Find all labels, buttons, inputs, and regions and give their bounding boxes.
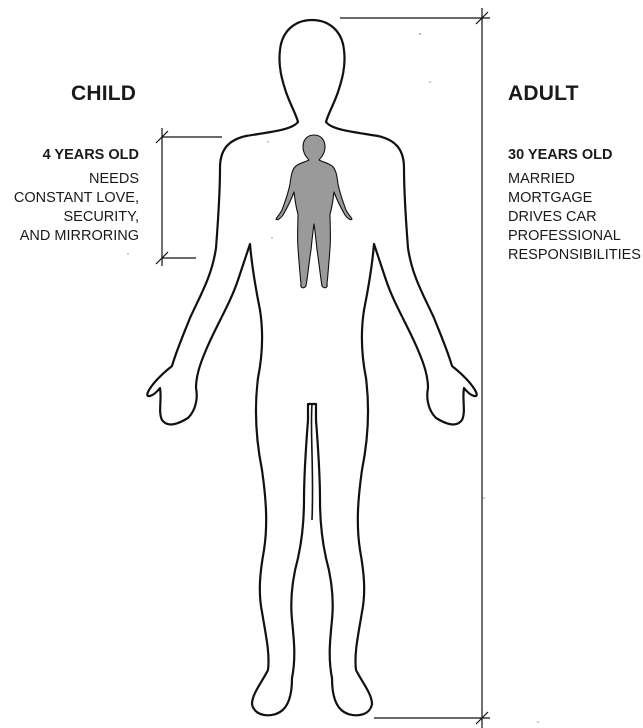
adult-trait-line: MARRIED (508, 170, 641, 189)
child-needs-line: NEEDS (14, 170, 139, 189)
child-needs-line: SECURITY, (14, 208, 139, 227)
child-age-label: 4 YEARS OLD (43, 147, 139, 163)
adult-age-label: 30 YEARS OLD (508, 147, 613, 163)
adult-heading: ADULT (508, 82, 579, 106)
child-needs-list: NEEDS CONSTANT LOVE, SECURITY, AND MIRRO… (14, 170, 139, 246)
child-needs-line: AND MIRRORING (14, 227, 139, 246)
adult-trait-line: DRIVES CAR (508, 208, 641, 227)
child-height-bracket (156, 128, 222, 266)
adult-trait-line: PROFESSIONAL (508, 227, 641, 246)
adult-trait-line: MORTGAGE (508, 189, 641, 208)
adult-leg-separation (311, 404, 312, 520)
child-needs-line: CONSTANT LOVE, (14, 189, 139, 208)
child-heading: CHILD (71, 82, 136, 106)
adult-traits-list: MARRIED MORTGAGE DRIVES CAR PROFESSIONAL… (508, 170, 641, 265)
child-figure (276, 135, 352, 288)
adult-height-bracket (340, 8, 490, 728)
adult-trait-line: RESPONSIBILITIES (508, 246, 641, 265)
adult-figure-outline (147, 20, 476, 715)
